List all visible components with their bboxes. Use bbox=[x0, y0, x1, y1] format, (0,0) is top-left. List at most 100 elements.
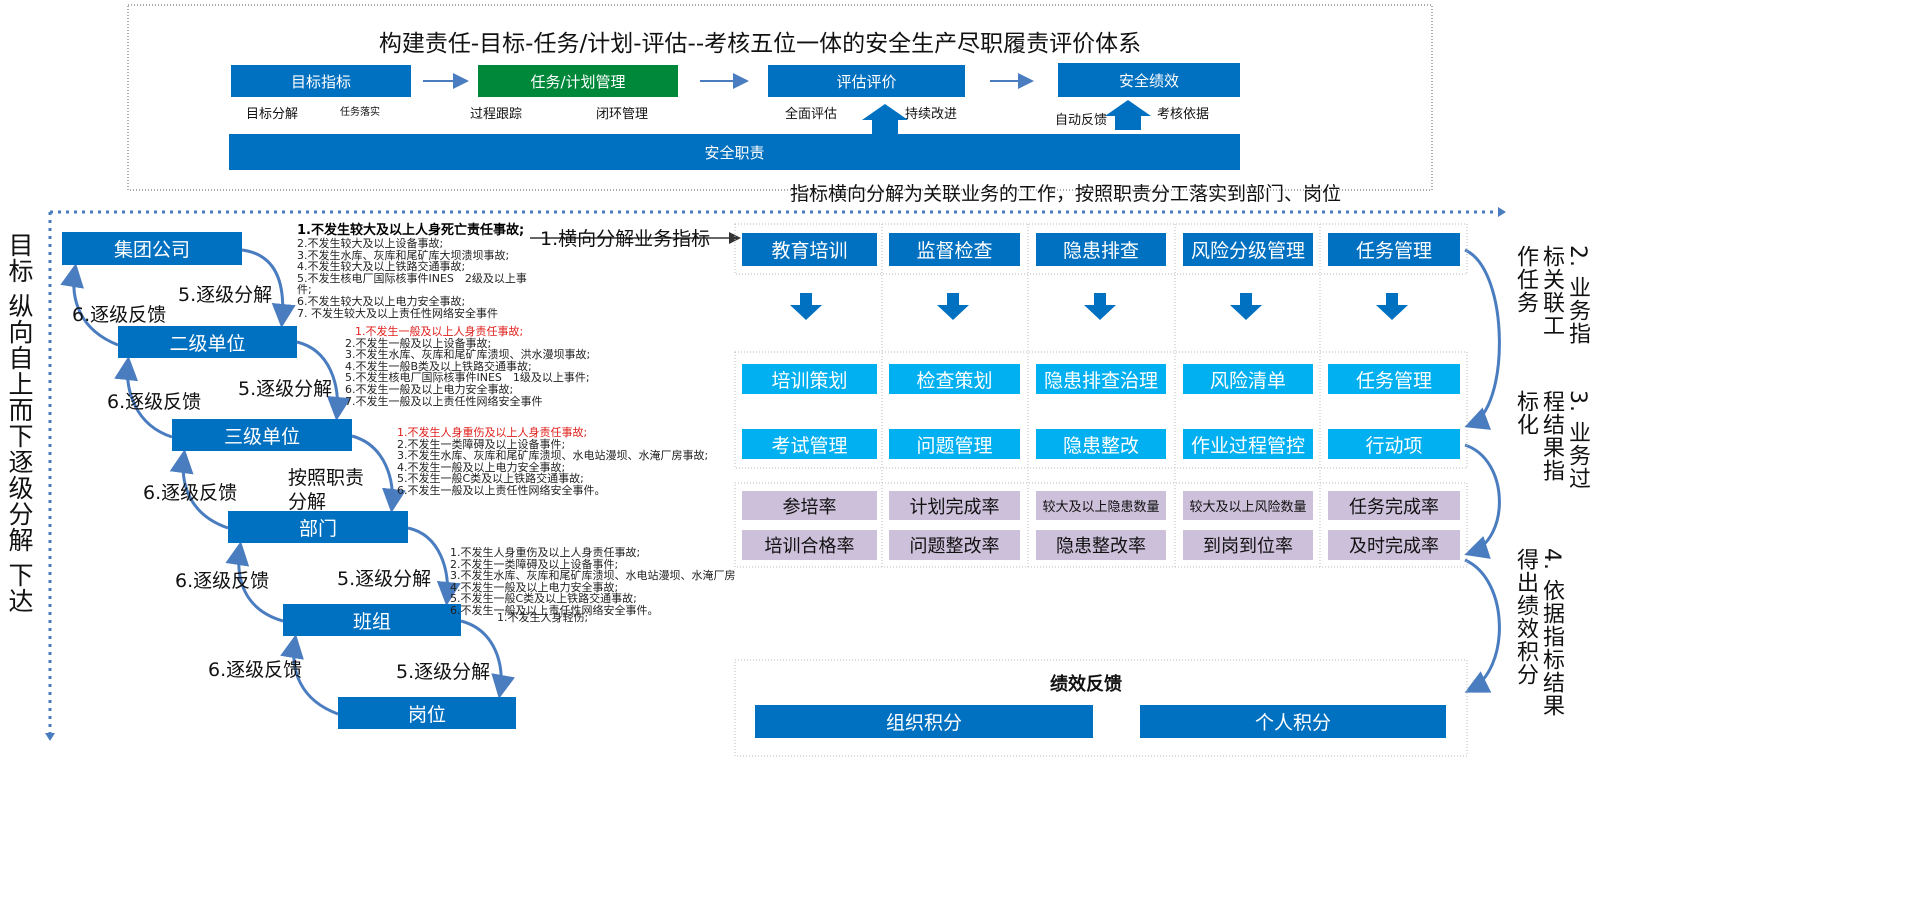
list-item: 1.不发生人身重伤及以上人身责任事故; bbox=[397, 426, 588, 439]
header-risk-management: 风险分级管理 bbox=[1183, 233, 1313, 266]
level-tertiary-unit: 三级单位 bbox=[172, 419, 352, 451]
sublabel: 持续改进 bbox=[905, 107, 958, 122]
sublabel: 闭环管理 bbox=[596, 107, 649, 122]
list-item: 6.不发生一般及以上责任性网络安全事件。 bbox=[450, 603, 659, 617]
list-item: 1.不发生人身轻伤; bbox=[497, 611, 589, 624]
list-item: 7.不发生一般及以上责任性网络安全事件 bbox=[345, 394, 543, 408]
process-item: 隐患整改 bbox=[1036, 429, 1166, 459]
page-title: 构建责任-目标-任务/计划-评估--考核五位一体的安全生产尽职履责评价体系 bbox=[378, 31, 1142, 57]
up-arrow-icon bbox=[862, 104, 908, 134]
list-item: 件; bbox=[297, 283, 312, 297]
org-score-box: 组织积分 bbox=[755, 705, 1093, 738]
process-item: 行动项 bbox=[1328, 429, 1460, 459]
feedback-label: 6.逐级反馈 bbox=[208, 659, 303, 681]
safety-duty-bar: 安全职责 bbox=[229, 134, 1240, 170]
list-item: 2.不发生一般及以上设备事故; bbox=[345, 336, 492, 350]
metric-item: 培训合格率 bbox=[742, 530, 877, 560]
list-item: 4.不发生一般及以上电力安全事故; bbox=[397, 460, 566, 474]
metric-item: 计划完成率 bbox=[889, 491, 1020, 520]
process-item: 风险清单 bbox=[1183, 364, 1313, 394]
header-supervision-inspection: 监督检查 bbox=[889, 233, 1020, 266]
right-label-step3: 3. 业务过程结果指标化 bbox=[1513, 390, 1590, 490]
decompose-label: 5.逐级分解 bbox=[396, 661, 491, 683]
team-target-list: 1.不发生人身轻伤; bbox=[497, 612, 588, 624]
performance-feedback-title: 绩效反馈 bbox=[1050, 674, 1122, 695]
sublabel: 自动反馈 bbox=[1055, 113, 1108, 128]
process-item: 隐患排查治理 bbox=[1036, 364, 1166, 394]
list-item: 3.不发生水库、灰库和尾矿库溃坝、水电站漫坝、水淹厂房 bbox=[450, 569, 736, 583]
top-frame bbox=[127, 4, 1433, 191]
list-item: 1.不发生较大及以上人身死亡责任事故; bbox=[297, 223, 525, 238]
feedback-label: 6.逐级反馈 bbox=[143, 482, 238, 504]
duty-decompose-label: 按照职责分解 bbox=[288, 467, 365, 513]
level-department: 部门 bbox=[228, 511, 408, 543]
list-item: 1.不发生一般及以上人身责任事故; bbox=[355, 325, 524, 338]
goal-box: 目标指标 bbox=[231, 65, 411, 97]
metric-item: 问题整改率 bbox=[889, 530, 1020, 560]
metric-item: 隐患整改率 bbox=[1036, 530, 1166, 560]
header-education-training: 教育培训 bbox=[742, 233, 877, 266]
list-item: 3.不发生水库、灰库和尾矿库溃坝、水电站漫坝、水淹厂房事故; bbox=[397, 449, 709, 463]
up-arrow-icon bbox=[1105, 100, 1151, 130]
horizontal-caption: 指标横向分解为关联业务的工作，按照职责分工落实到部门、岗位 bbox=[790, 183, 1342, 205]
metric-item: 参培率 bbox=[742, 491, 877, 520]
evaluation-box: 评估评价 bbox=[768, 65, 965, 97]
feedback-label: 6.逐级反馈 bbox=[107, 391, 202, 413]
list-item: 5.不发生一般C类及以上铁路交通事故; bbox=[450, 592, 637, 606]
list-item: 4.不发生一般B类及以上铁路交通事故; bbox=[345, 359, 532, 373]
list-item: 4.不发生较大及以上铁路交通事故; bbox=[297, 260, 466, 274]
group-target-list: 1.不发生较大及以上人身死亡责任事故; 2.不发生较大及以上设备事故; 3.不发… bbox=[297, 223, 527, 319]
down-arrow-icon bbox=[790, 293, 1408, 320]
metric-item: 到岗到位率 bbox=[1183, 530, 1313, 560]
level2-target-list: 1.不发生一般及以上人身责任事故; 2.不发生一般及以上设备事故; 3.不发生水… bbox=[345, 326, 590, 407]
list-item: 4.不发生一般及以上电力安全事故; bbox=[450, 580, 619, 594]
process-item: 作业过程管控 bbox=[1183, 429, 1313, 459]
list-item: 2.不发生一类障碍及以上设备事件; bbox=[450, 557, 619, 571]
process-item: 培训策划 bbox=[742, 364, 877, 394]
performance-box: 安全绩效 bbox=[1058, 63, 1240, 97]
list-item: 2.不发生较大及以上设备事故; bbox=[297, 237, 444, 250]
list-item: 5.不发生一般C类及以上铁路交通事故; bbox=[397, 472, 584, 486]
right-label-step2: 2. 业务指标关联工作任务 bbox=[1513, 245, 1590, 345]
list-item: 3.不发生水库、灰库和尾矿库大坝溃坝事故; bbox=[297, 248, 510, 262]
dept-target-list: 1.不发生人身重伤及以上人身责任事故; 2.不发生一类障碍及以上设备事件; 3.… bbox=[450, 547, 740, 617]
header-hazard-check: 隐患排查 bbox=[1036, 233, 1166, 266]
sublabel: 过程跟踪 bbox=[470, 107, 523, 122]
process-item: 任务管理 bbox=[1328, 364, 1460, 394]
list-item: 3.不发生水库、灰库和尾矿库溃坝、洪水漫坝事故; bbox=[345, 348, 591, 362]
list-item: 2.不发生一类障碍及以上设备事件; bbox=[397, 437, 566, 451]
personal-score-box: 个人积分 bbox=[1140, 705, 1446, 738]
list-item: 6.不发生一般及以上责任性网络安全事件。 bbox=[397, 483, 606, 497]
sublabel: 目标分解 bbox=[246, 107, 299, 122]
right-label-step4: 4. 依据指标结果得出绩效积分 bbox=[1513, 548, 1564, 717]
decompose-label: 5.逐级分解 bbox=[178, 284, 273, 306]
sublabel: 全面评估 bbox=[785, 107, 838, 122]
header-task-management: 任务管理 bbox=[1328, 233, 1460, 266]
list-item: 6.不发生较大及以上电力安全事故; bbox=[297, 294, 466, 308]
list-item: 6.不发生一般及以上电力安全事故; bbox=[345, 382, 514, 396]
decompose-label: 5.逐级分解 bbox=[238, 378, 333, 400]
level-team: 班组 bbox=[283, 604, 461, 636]
level3-target-list: 1.不发生人身重伤及以上人身责任事故; 2.不发生一类障碍及以上设备事件; 3.… bbox=[397, 427, 708, 497]
metric-item: 较大及以上隐患数量 bbox=[1036, 491, 1166, 520]
metric-item: 任务完成率 bbox=[1328, 491, 1460, 520]
list-item: 5.不发生核电厂国际核事件INES 1级及以上事件; bbox=[345, 371, 590, 385]
feedback-label: 6.逐级反馈 bbox=[72, 304, 167, 326]
list-item: 1.不发生人身重伤及以上人身责任事故; bbox=[450, 547, 641, 559]
task-plan-box: 任务/计划管理 bbox=[478, 65, 678, 97]
horizontal-decompose-label: 1.横向分解业务指标 bbox=[540, 228, 711, 250]
level-post: 岗位 bbox=[338, 697, 516, 729]
decompose-label: 5.逐级分解 bbox=[337, 568, 432, 590]
sublabel: 任务落实 bbox=[340, 107, 380, 118]
sublabel: 考核依据 bbox=[1157, 107, 1210, 122]
process-item: 问题管理 bbox=[889, 429, 1020, 459]
feedback-label: 6.逐级反馈 bbox=[175, 570, 270, 592]
process-item: 考试管理 bbox=[742, 429, 877, 459]
vertical-goal-label: 目标 纵向自上而下逐级分解 下达 bbox=[5, 232, 34, 614]
metric-item: 较大及以上风险数量 bbox=[1183, 491, 1313, 520]
process-item: 检查策划 bbox=[889, 364, 1020, 394]
list-item: 7. 不发生较大及以上责任性网络安全事件 bbox=[297, 306, 498, 320]
level-group-company: 集团公司 bbox=[62, 232, 242, 265]
level-secondary-unit: 二级单位 bbox=[118, 326, 297, 358]
